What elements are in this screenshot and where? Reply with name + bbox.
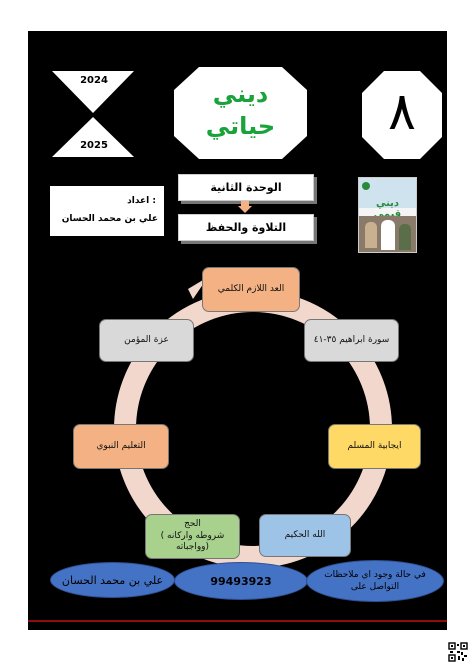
footer-name-ellipse: علي بن محمد الحسان xyxy=(50,562,175,598)
cycle-item-6: التعليم النبوي xyxy=(73,424,169,469)
down-arrow-icon xyxy=(238,201,252,213)
grade-octagon xyxy=(362,71,442,159)
cycle-item-3: ايجابية المسلم xyxy=(328,424,421,469)
cycle-item-1: العد اللازم الكلمي xyxy=(202,267,300,312)
footer-note-line-1: في حالة وجود اي ملاحظات xyxy=(324,569,426,580)
cover-page: 2024 2025 ديني حياتي ٨ اعداد : علي بن مح… xyxy=(28,31,447,630)
year-top: 2024 xyxy=(80,75,108,86)
cycle-item-4: الله الحكيم xyxy=(259,514,351,557)
title-octagon xyxy=(174,67,307,159)
footer-phone-ellipse: 99493923 xyxy=(174,562,308,600)
unit-label: الوحدة الثانية xyxy=(210,181,282,194)
footer-note-line-2: التواصل على xyxy=(350,582,400,592)
book-cover-image: ديني قيمي xyxy=(358,177,417,253)
footer-phone: 99493923 xyxy=(210,574,272,588)
author-box: اعداد : علي بن محمد الحسان xyxy=(50,186,164,236)
title-line-1: ديني xyxy=(212,80,269,108)
qr-code-icon xyxy=(448,642,468,662)
footer-note-ellipse: في حالة وجود اي ملاحظات التواصل على xyxy=(306,560,444,602)
topic-box: التلاوة والحفظ xyxy=(178,214,314,241)
cycle-item-5: الحج ( شروطه واركانه وواجباته) xyxy=(145,514,240,559)
grade-number: ٨ xyxy=(388,82,416,142)
topic-label: التلاوة والحفظ xyxy=(205,221,287,234)
book-title: ديني قيمي xyxy=(373,198,402,220)
footer-name: علي بن محمد الحسان xyxy=(61,573,164,587)
author-name: علي بن محمد الحسان xyxy=(61,214,158,224)
bottom-rule xyxy=(28,620,447,622)
title-line-2: حياتي xyxy=(205,112,276,140)
hourglass-shape xyxy=(52,71,134,157)
year-bottom: 2025 xyxy=(80,140,108,151)
cycle-item-7: عزة المؤمن xyxy=(99,319,194,362)
unit-label-box: الوحدة الثانية xyxy=(178,174,314,201)
author-label: اعداد : xyxy=(127,196,156,206)
cycle-item-2: سورة ابراهيم ٣٥-٤١ xyxy=(304,319,399,362)
